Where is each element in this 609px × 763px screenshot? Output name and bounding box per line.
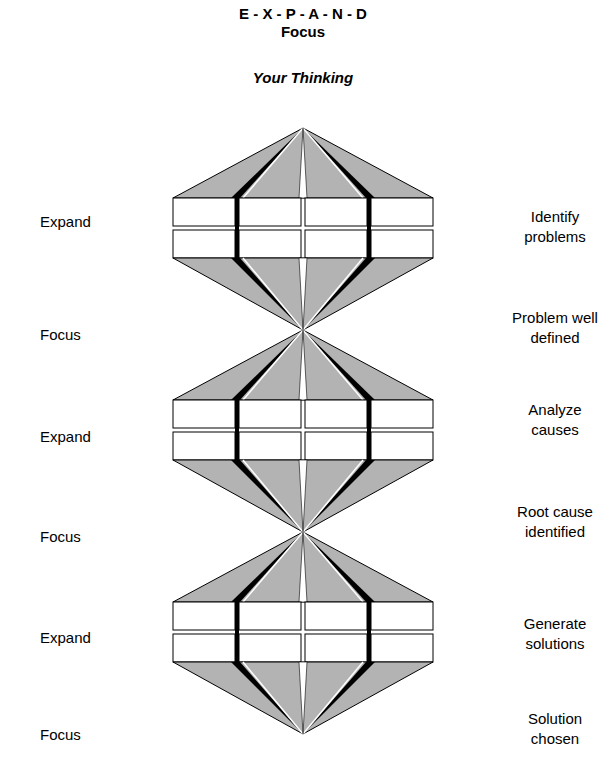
step-label: Generate solutions	[511, 614, 599, 654]
subtitle: Your Thinking	[253, 68, 353, 88]
stage-label: Expand	[40, 212, 91, 232]
stage-label: Expand	[40, 427, 91, 447]
diagram-title: E - X - P - A - N - D	[239, 4, 367, 24]
expand-focus-diamond	[173, 330, 433, 532]
expand-focus-diamond	[173, 128, 433, 330]
stage-label: Focus	[40, 325, 81, 345]
stage-label: Expand	[40, 628, 91, 648]
stage-label: Focus	[40, 527, 81, 547]
step-label: Problem well defined	[511, 308, 599, 348]
step-label: Solution chosen	[511, 709, 599, 749]
step-label: Identify problems	[511, 207, 599, 247]
expand-focus-diamond	[173, 532, 433, 734]
step-label: Analyze causes	[511, 400, 599, 440]
step-label: Root cause identified	[511, 502, 599, 542]
stage-label: Focus	[40, 725, 81, 745]
title-subline: Focus	[281, 22, 325, 42]
